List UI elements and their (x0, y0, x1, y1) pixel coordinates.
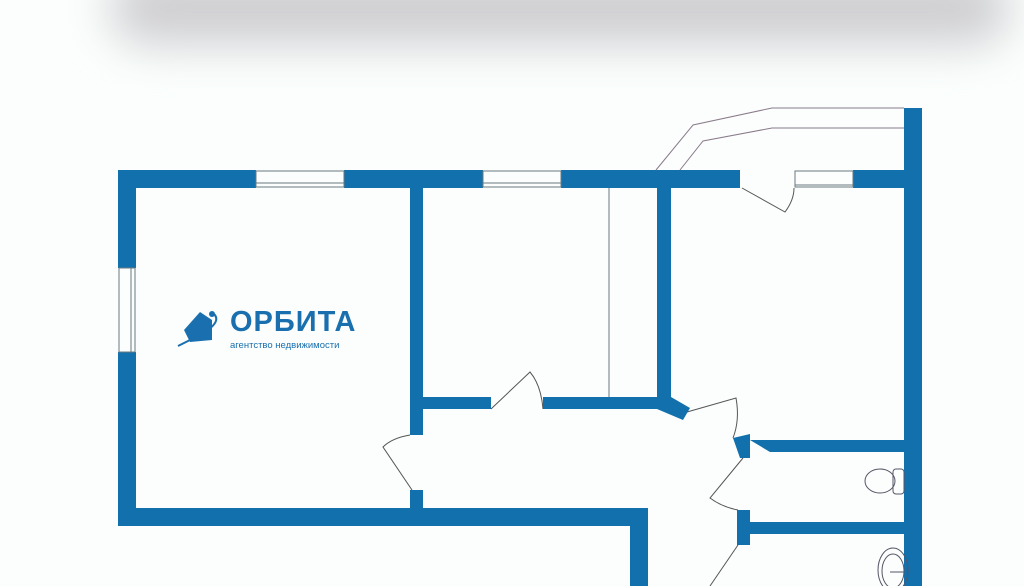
wall (657, 397, 690, 420)
wall (750, 440, 904, 452)
wall (657, 188, 671, 403)
brand-tagline: агентство недвижимости (230, 340, 340, 351)
wall (750, 522, 904, 534)
wall (410, 188, 423, 435)
logo-house-icon (177, 311, 218, 347)
wall (543, 397, 658, 409)
wall (423, 397, 491, 409)
wall-bottom (118, 508, 648, 526)
wall (737, 510, 750, 545)
wall (118, 170, 136, 268)
windows (118, 170, 854, 353)
wall (118, 170, 256, 188)
balcony (655, 107, 904, 171)
walls (118, 108, 922, 586)
wall (733, 434, 750, 458)
wall (344, 170, 483, 188)
wall (118, 352, 136, 526)
wall (410, 490, 423, 508)
wall (561, 170, 740, 188)
wall (630, 508, 648, 586)
sink-icon (877, 547, 909, 586)
outer-wall-right (904, 108, 922, 586)
doors (382, 187, 795, 586)
toilet-icon (864, 468, 905, 495)
top-shadow (110, 0, 1010, 45)
brand-name: ОРБИТА (230, 306, 357, 338)
wall (853, 170, 904, 188)
